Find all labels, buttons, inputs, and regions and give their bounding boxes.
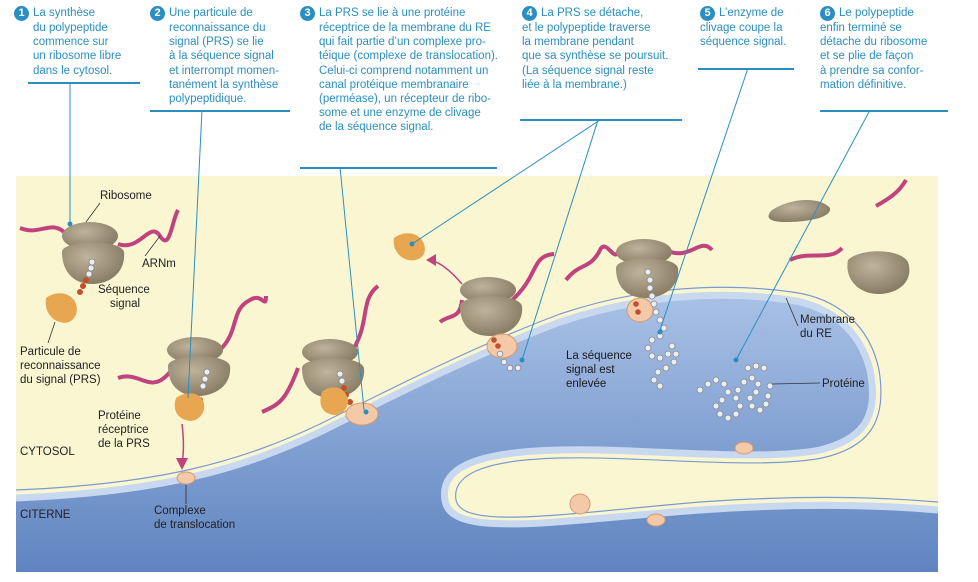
step-2-pointer <box>187 109 203 399</box>
step-3-number: 3 <box>300 6 315 21</box>
ribosome-step4 <box>438 252 555 372</box>
membrane-complex-b <box>569 493 591 515</box>
membrane-re-label-1: Membrane <box>800 314 855 326</box>
step-3-underline <box>300 167 497 169</box>
prs-label-1: Particule de <box>20 346 81 358</box>
sequence-enlevee-label-3: enlevée <box>566 378 606 390</box>
sequence-enlevee-label-2: signal est <box>566 364 615 376</box>
prs-label-2: reconnaissance <box>20 360 101 372</box>
folded-protein <box>696 362 774 422</box>
arnm-label: ARNm <box>142 258 176 270</box>
citerne-label: CITERNE <box>20 509 71 521</box>
step-6-underline <box>820 110 948 112</box>
proteine-receptrice-label-2: réceptrice <box>98 424 149 436</box>
membrane-re-label-2: du RE <box>800 328 832 340</box>
step-2-number: 2 <box>150 6 165 21</box>
step-5-underline <box>698 68 794 70</box>
ribosome-label: Ribosome <box>100 190 152 202</box>
step-4-underline <box>520 119 682 121</box>
step-4-number: 4 <box>522 6 537 21</box>
cytosol-label: CYTOSOL <box>20 446 75 458</box>
sequence-enlevee-label-1: La séquence <box>566 350 632 362</box>
complexe-label-2: de translocation <box>154 519 235 531</box>
step-5-pointer <box>659 67 749 331</box>
step-4-pointer-a <box>411 119 601 245</box>
step-6-pointer <box>735 109 871 361</box>
step-6-number: 6 <box>820 6 835 21</box>
step-4-pointer-b <box>521 119 599 361</box>
er-membrane <box>15 291 939 528</box>
ribosome-step1 <box>19 208 180 295</box>
ribosome-subunits-released <box>768 178 910 294</box>
prs-label-3: du signal (PRS) <box>20 374 101 386</box>
step-1-number: 1 <box>14 6 29 21</box>
step-3-pointer <box>339 166 365 411</box>
complexe-label-1: Complexe <box>154 505 206 517</box>
ribosome-step5 <box>564 239 714 390</box>
translocation-complex <box>176 471 196 485</box>
step-2-underline <box>150 110 290 112</box>
sequence-signal-label-1: Séquence <box>98 284 150 296</box>
ribosome-step2 <box>117 295 268 421</box>
sequence-signal-label-2: signal <box>110 298 140 310</box>
membrane-complex-c <box>646 513 666 527</box>
step-1-underline <box>28 82 140 84</box>
er-lumen-lower <box>16 295 938 572</box>
membrane-complex-a <box>734 441 754 455</box>
ribosome-step3 <box>261 284 380 426</box>
proteine-receptrice-label-1: Protéine <box>98 410 141 422</box>
step-5-number: 5 <box>700 6 715 21</box>
proteine-label: Protéine <box>822 378 865 390</box>
prs-free <box>45 293 77 323</box>
proteine-receptrice-label-3: de la PRS <box>98 438 150 450</box>
